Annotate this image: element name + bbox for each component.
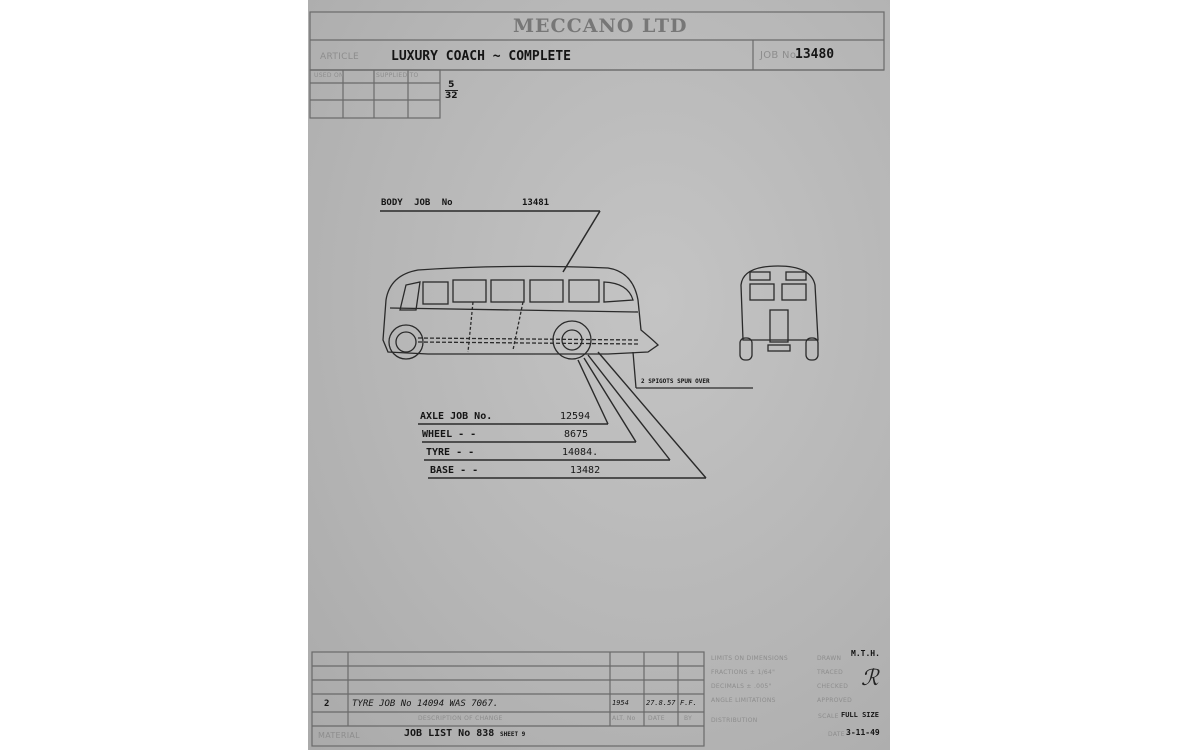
fraction: 5 32	[445, 80, 458, 101]
checked-signature: ℛ	[861, 666, 879, 691]
approved-label: APPROVED	[817, 697, 853, 704]
job-no: 13480	[795, 47, 835, 62]
body-callout-value: 13481	[522, 198, 550, 208]
header-frame	[309, 11, 885, 119]
by-header: BY	[684, 715, 693, 722]
parts-leaders	[418, 351, 707, 479]
alt-no-header: ALT. No	[612, 715, 636, 722]
sheet-label: SHEET 9	[500, 731, 526, 738]
job-no-label: JOB No.	[760, 50, 800, 61]
part-value-axle: 12594	[560, 411, 591, 422]
used-on-label: USED ON	[314, 72, 344, 79]
coach-side-view	[382, 265, 660, 360]
material-value: JOB LIST No 838	[404, 728, 495, 739]
scale-value: FULL SIZE	[841, 711, 879, 719]
spigots-callout: 2 SPIGOTS SPUN OVER	[641, 378, 710, 385]
fraction-numerator: 5	[445, 80, 458, 91]
limits-label: LIMITS ON DIMENSIONS	[711, 655, 789, 662]
change-date: 27.8.57	[646, 699, 676, 707]
fractions-label: FRACTIONS ± 1/64"	[711, 669, 776, 676]
desc-of-change-header: DESCRIPTION OF CHANGE	[418, 715, 503, 722]
coach-front-view	[739, 265, 819, 361]
part-label-wheel: WHEEL - -	[422, 429, 477, 440]
scale-label: SCALE	[818, 713, 839, 720]
distribution-label: DISTRIBUTION	[711, 717, 758, 724]
company-name: MECCANO LTD	[513, 15, 688, 37]
material-label: MATERIAL	[318, 731, 360, 740]
drawn-label: DRAWN	[817, 655, 842, 662]
spigots-leader	[632, 351, 753, 389]
angles-label: ANGLE LIMITATIONS	[711, 697, 776, 704]
traced-label: TRACED	[817, 669, 843, 676]
part-label-tyre: TYRE - -	[426, 447, 475, 458]
drawing-sheet: MECCANO LTD ARTICLE LUXURY COACH ~ COMPL…	[308, 0, 890, 750]
decimals-label: DECIMALS ± .005"	[711, 683, 772, 690]
drawing-date: 3-11-49	[846, 728, 880, 737]
body-leader	[380, 210, 601, 273]
supplied-to-label: SUPPLIED TO	[376, 72, 419, 79]
checked-label: CHECKED	[817, 683, 849, 690]
part-label-axle: AXLE JOB No.	[420, 411, 493, 422]
change-description: TYRE JOB No 14094 WAS 7067.	[352, 699, 499, 709]
change-issue: 2	[324, 699, 330, 709]
approval-labels: DRAWN TRACED CHECKED APPROVED	[817, 652, 852, 708]
part-label-base: BASE - -	[430, 465, 479, 476]
drawn-by: M.T.H.	[851, 649, 880, 658]
part-value-base: 13482	[570, 465, 601, 476]
change-table-frame	[311, 651, 705, 747]
date-header: DATE	[648, 715, 665, 722]
article-title: LUXURY COACH ~ COMPLETE	[391, 49, 572, 64]
change-initials: F.F.	[680, 699, 697, 707]
limits-block: LIMITS ON DIMENSIONS FRACTIONS ± 1/64" D…	[711, 652, 788, 728]
drawing-linework	[309, 11, 885, 747]
fraction-denominator: 32	[445, 91, 458, 101]
date-label: DATE	[828, 731, 845, 738]
article-label: ARTICLE	[320, 52, 359, 62]
body-callout-label: BODY JOB No	[381, 198, 453, 208]
part-value-tyre: 14084.	[562, 447, 599, 458]
part-value-wheel: 8675	[564, 429, 589, 440]
change-alt-no: 1954	[612, 699, 629, 707]
